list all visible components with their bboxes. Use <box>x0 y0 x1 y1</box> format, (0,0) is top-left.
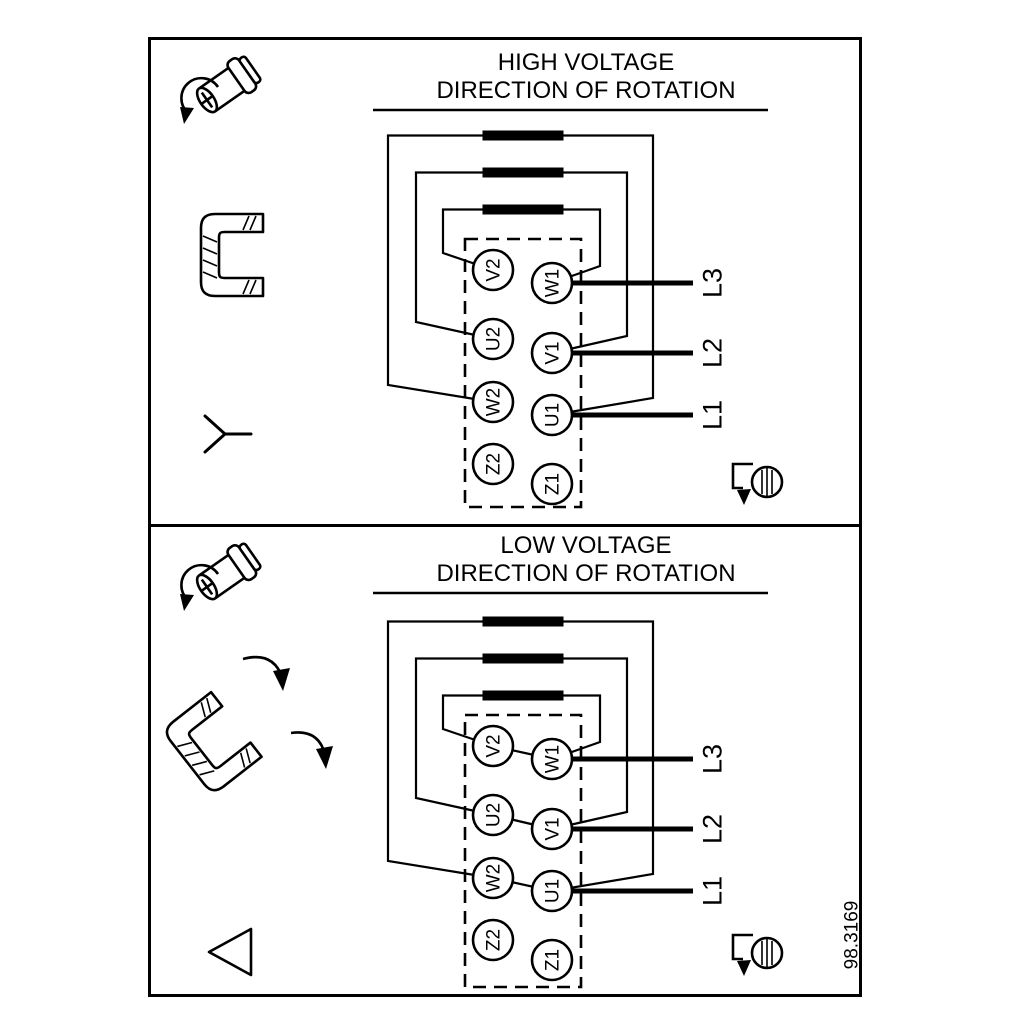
jumper-wire <box>386 620 494 880</box>
diagram-frame: HIGH VOLTAGE DIRECTION OF ROTATION <box>148 37 862 997</box>
supply-label-l2: L2 <box>697 338 727 368</box>
jumper-bar <box>482 130 564 141</box>
link-wires <box>386 620 655 893</box>
reference-number: 98.3169 <box>842 901 859 970</box>
supply-label-l1: L1 <box>697 400 727 430</box>
jumper-wire <box>551 171 629 355</box>
terminal-label: V1 <box>543 341 564 364</box>
high-voltage-diagram: HIGH VOLTAGE DIRECTION OF ROTATION <box>180 49 784 509</box>
jumper-bars <box>482 130 564 215</box>
jumper-bar <box>482 204 564 215</box>
panel-title-line1: LOW VOLTAGE <box>500 532 671 559</box>
terminal-label: Z1 <box>543 473 564 495</box>
terminal-w1: W1 <box>530 261 574 305</box>
terminal-z2: Z2 <box>471 918 515 962</box>
jumper-wire <box>441 208 494 272</box>
terminal-u1: U1 <box>530 393 574 437</box>
jumper-wire <box>441 694 494 748</box>
arrowhead <box>316 746 333 769</box>
arrowhead <box>273 668 290 691</box>
jumper-move-arrow <box>290 731 333 769</box>
terminal-label: U1 <box>543 403 564 427</box>
screw-icon <box>180 55 262 124</box>
terminal-label: W1 <box>543 745 564 774</box>
link-wires <box>386 134 655 417</box>
supply-label-l2: L2 <box>697 814 727 844</box>
terminal-label: V1 <box>543 817 564 840</box>
terminal-board-outline <box>463 713 583 989</box>
terminal-label: Z2 <box>484 453 505 475</box>
terminal-v2: V2 <box>471 724 515 768</box>
terminal-z1: Z1 <box>530 938 574 982</box>
panel-title-line1: HIGH VOLTAGE <box>498 49 674 76</box>
terminal-label: U2 <box>484 327 505 351</box>
jumper-bar <box>482 167 564 178</box>
terminal-w2: W2 <box>471 380 515 424</box>
terminal-label: V2 <box>484 258 505 281</box>
supply-label-l3: L3 <box>697 744 727 774</box>
terminal-v1: V1 <box>530 331 574 375</box>
terminal-label: Z2 <box>484 929 505 951</box>
terminal-u2: U2 <box>471 317 515 361</box>
terminal-v1: V1 <box>530 807 574 851</box>
terminal-w2: W2 <box>471 856 515 900</box>
panel-low-voltage: LOW VOLTAGE DIRECTION OF ROTATION <box>151 527 859 994</box>
terminal-label: W2 <box>484 864 505 893</box>
low-voltage-diagram: LOW VOLTAGE DIRECTION OF ROTATION <box>165 532 859 989</box>
supply-wires <box>572 756 693 894</box>
terminal-v2: V2 <box>471 248 515 292</box>
supply-label-l1: L1 <box>697 876 727 906</box>
terminal-label: W1 <box>543 269 564 298</box>
arrowhead <box>180 107 194 124</box>
rotation-direction-icon <box>731 462 784 505</box>
terminal-z2: Z2 <box>471 442 515 486</box>
terminal-z1: Z1 <box>530 462 574 506</box>
terminal-u1: U1 <box>530 869 574 913</box>
jumper-wire <box>414 657 494 817</box>
panel-title-line2: DIRECTION OF ROTATION <box>436 560 735 587</box>
terminal-w1: W1 <box>530 737 574 781</box>
jumper-link-icon <box>165 690 263 792</box>
jumper-wire <box>551 134 655 417</box>
jumper-bars <box>482 616 564 701</box>
arrowhead <box>180 594 194 611</box>
arrowhead <box>737 489 751 505</box>
rotation-direction-icon <box>731 933 784 976</box>
jumper-move-arrow <box>242 655 290 691</box>
panel-title-line2: DIRECTION OF ROTATION <box>436 77 735 104</box>
screw-icon <box>180 542 262 611</box>
terminal-label: U2 <box>484 803 505 827</box>
jumper-bar <box>482 616 564 627</box>
supply-label-l3: L3 <box>697 268 727 298</box>
jumper-link-icon <box>199 212 265 298</box>
jumper-bar <box>482 690 564 701</box>
jumper-wire <box>414 171 494 341</box>
jumper-wire <box>551 620 655 893</box>
jumper-bar <box>482 653 564 664</box>
jumper-wire <box>551 208 602 285</box>
terminal-label: V2 <box>484 734 505 757</box>
star-connection-icon <box>203 414 253 454</box>
delta-connection-icon <box>207 927 253 977</box>
terminal-label: W2 <box>484 388 505 417</box>
jumper-wire <box>386 134 494 404</box>
supply-wires <box>572 280 693 418</box>
panel-high-voltage: HIGH VOLTAGE DIRECTION OF ROTATION <box>151 40 859 527</box>
terminal-label: U1 <box>543 879 564 903</box>
terminal-label: Z1 <box>543 949 564 971</box>
arrowhead <box>737 960 751 976</box>
terminal-u2: U2 <box>471 793 515 837</box>
jumper-wire <box>551 657 629 831</box>
jumper-wire <box>551 694 602 761</box>
terminal-board-outline <box>463 237 583 509</box>
